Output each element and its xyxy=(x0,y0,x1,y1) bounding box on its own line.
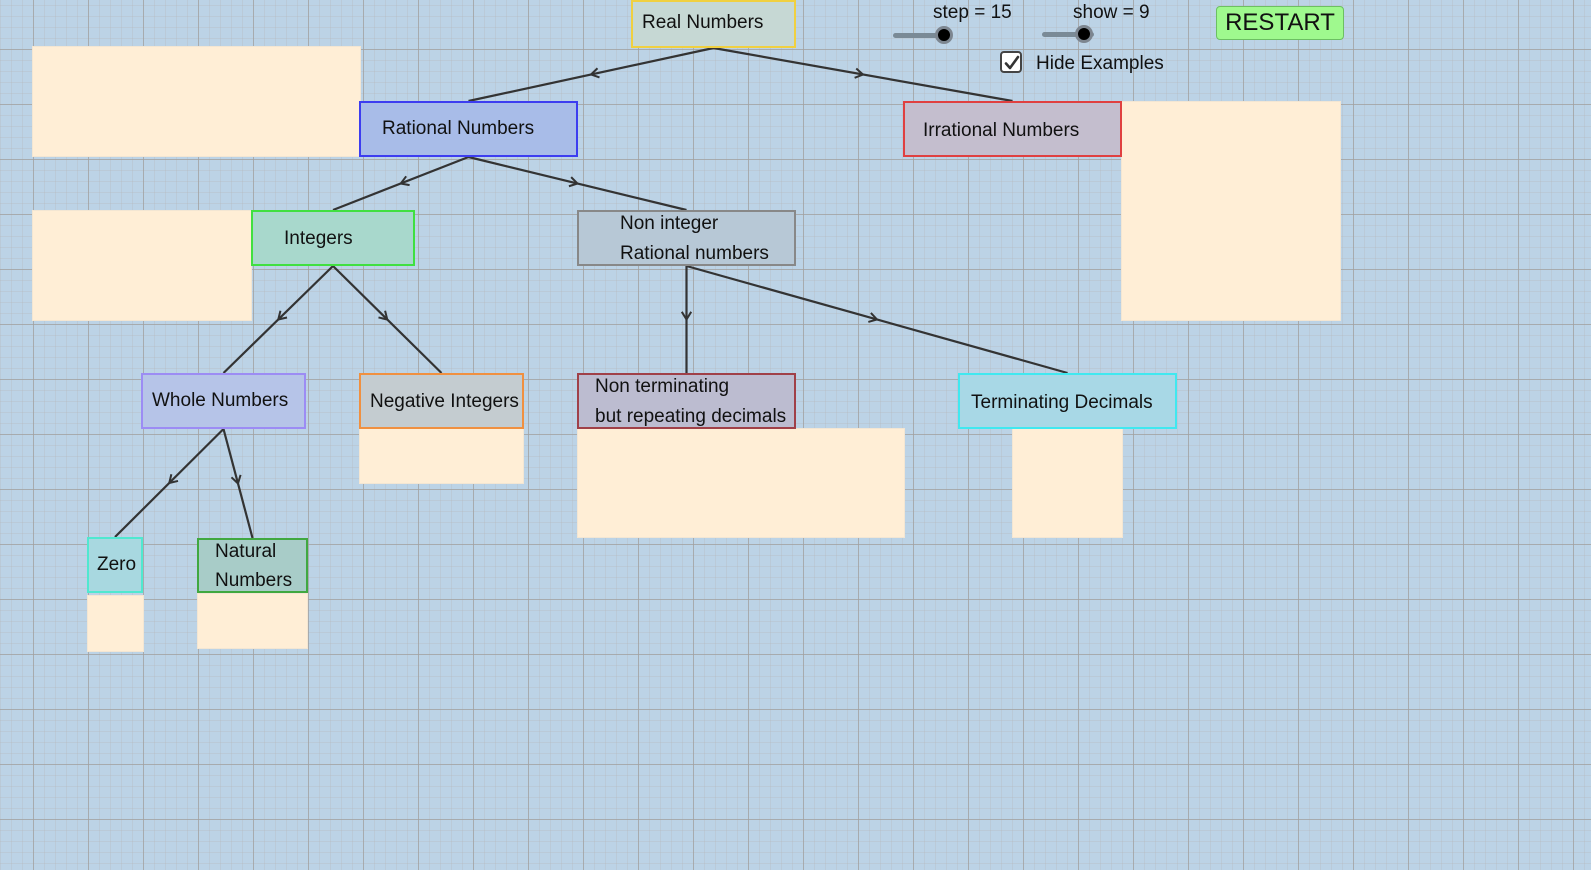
arrow-icon xyxy=(398,175,410,187)
example-panel-rational xyxy=(32,46,361,157)
example-panel-zero xyxy=(87,595,144,652)
node-label: Irrational Numbers xyxy=(923,120,1080,141)
node-negative-integers[interactable]: Negative Integers xyxy=(359,373,524,429)
checkmark-icon xyxy=(1004,55,1020,70)
node-integers[interactable]: Integers xyxy=(251,210,415,266)
arrow-icon xyxy=(868,312,879,323)
node-zero[interactable]: Zero xyxy=(87,537,143,593)
step-slider-label: step = 15 xyxy=(933,2,1012,23)
node-whole-numbers[interactable]: Whole Numbers xyxy=(141,373,306,429)
example-panel-natural xyxy=(197,593,308,649)
edge-real-to-rational xyxy=(468,46,714,103)
node-label-line1: Natural xyxy=(215,541,277,562)
arrow-icon xyxy=(167,474,179,485)
edge-real-to-irrational xyxy=(713,46,1013,103)
step-slider-knob[interactable] xyxy=(935,26,953,44)
show-slider-knob[interactable] xyxy=(1075,25,1093,43)
arrow-icon xyxy=(568,176,580,188)
arrow-icon xyxy=(230,474,242,486)
node-label: Rational Numbers xyxy=(382,118,535,139)
node-non-integer-rational[interactable]: Non integer Rational numbers xyxy=(577,210,796,266)
edge-non_integer-to-terminating xyxy=(686,264,1068,375)
node-rational-numbers[interactable]: Rational Numbers xyxy=(359,101,578,157)
node-label-line2: Rational numbers xyxy=(620,243,769,264)
node-label-line1: Non terminating xyxy=(595,376,730,397)
step-slider-track[interactable] xyxy=(893,33,945,38)
arrow-icon xyxy=(854,67,865,79)
example-panel-terminating xyxy=(1012,428,1123,538)
node-real-numbers[interactable]: Real Numbers xyxy=(631,0,796,48)
node-label: Zero xyxy=(97,554,137,575)
hide-examples-label[interactable]: Hide Examples xyxy=(1036,53,1164,74)
edge-rational-to-integers xyxy=(332,155,469,212)
node-label-line2: but repeating decimals xyxy=(595,406,787,427)
node-label: Whole Numbers xyxy=(152,390,289,411)
arrow-icon xyxy=(680,311,693,322)
node-label: Negative Integers xyxy=(370,391,519,412)
node-label-line2: Numbers xyxy=(215,570,293,591)
example-panel-negative-integers xyxy=(359,428,524,484)
example-panel-integers xyxy=(32,210,252,321)
edge-whole-to-natural xyxy=(222,428,254,539)
node-label: Real Numbers xyxy=(642,12,764,33)
node-non-terminating-repeating[interactable]: Non terminating but repeating decimals xyxy=(577,373,796,429)
show-slider-track[interactable] xyxy=(1042,32,1094,37)
edge-whole-to-zero xyxy=(114,428,225,538)
node-irrational-numbers[interactable]: Irrational Numbers xyxy=(903,101,1122,157)
node-natural-numbers[interactable]: Natural Numbers xyxy=(197,538,308,593)
restart-button[interactable]: RESTART xyxy=(1216,6,1344,40)
edge-integers-to-negative xyxy=(332,265,443,374)
node-terminating-decimals[interactable]: Terminating Decimals xyxy=(958,373,1177,429)
show-slider-label: show = 9 xyxy=(1073,2,1150,23)
arrow-icon xyxy=(276,310,288,321)
example-panel-irrational xyxy=(1121,101,1341,321)
node-label: Integers xyxy=(284,228,353,249)
node-label: Terminating Decimals xyxy=(971,392,1153,413)
edge-rational-to-non_integer xyxy=(468,155,687,212)
node-label-line1: Non integer xyxy=(620,213,719,234)
arrow-icon xyxy=(378,310,389,321)
arrow-icon xyxy=(589,67,600,79)
example-panel-non-terminating xyxy=(577,428,905,538)
hide-examples-checkbox[interactable] xyxy=(1000,51,1022,73)
